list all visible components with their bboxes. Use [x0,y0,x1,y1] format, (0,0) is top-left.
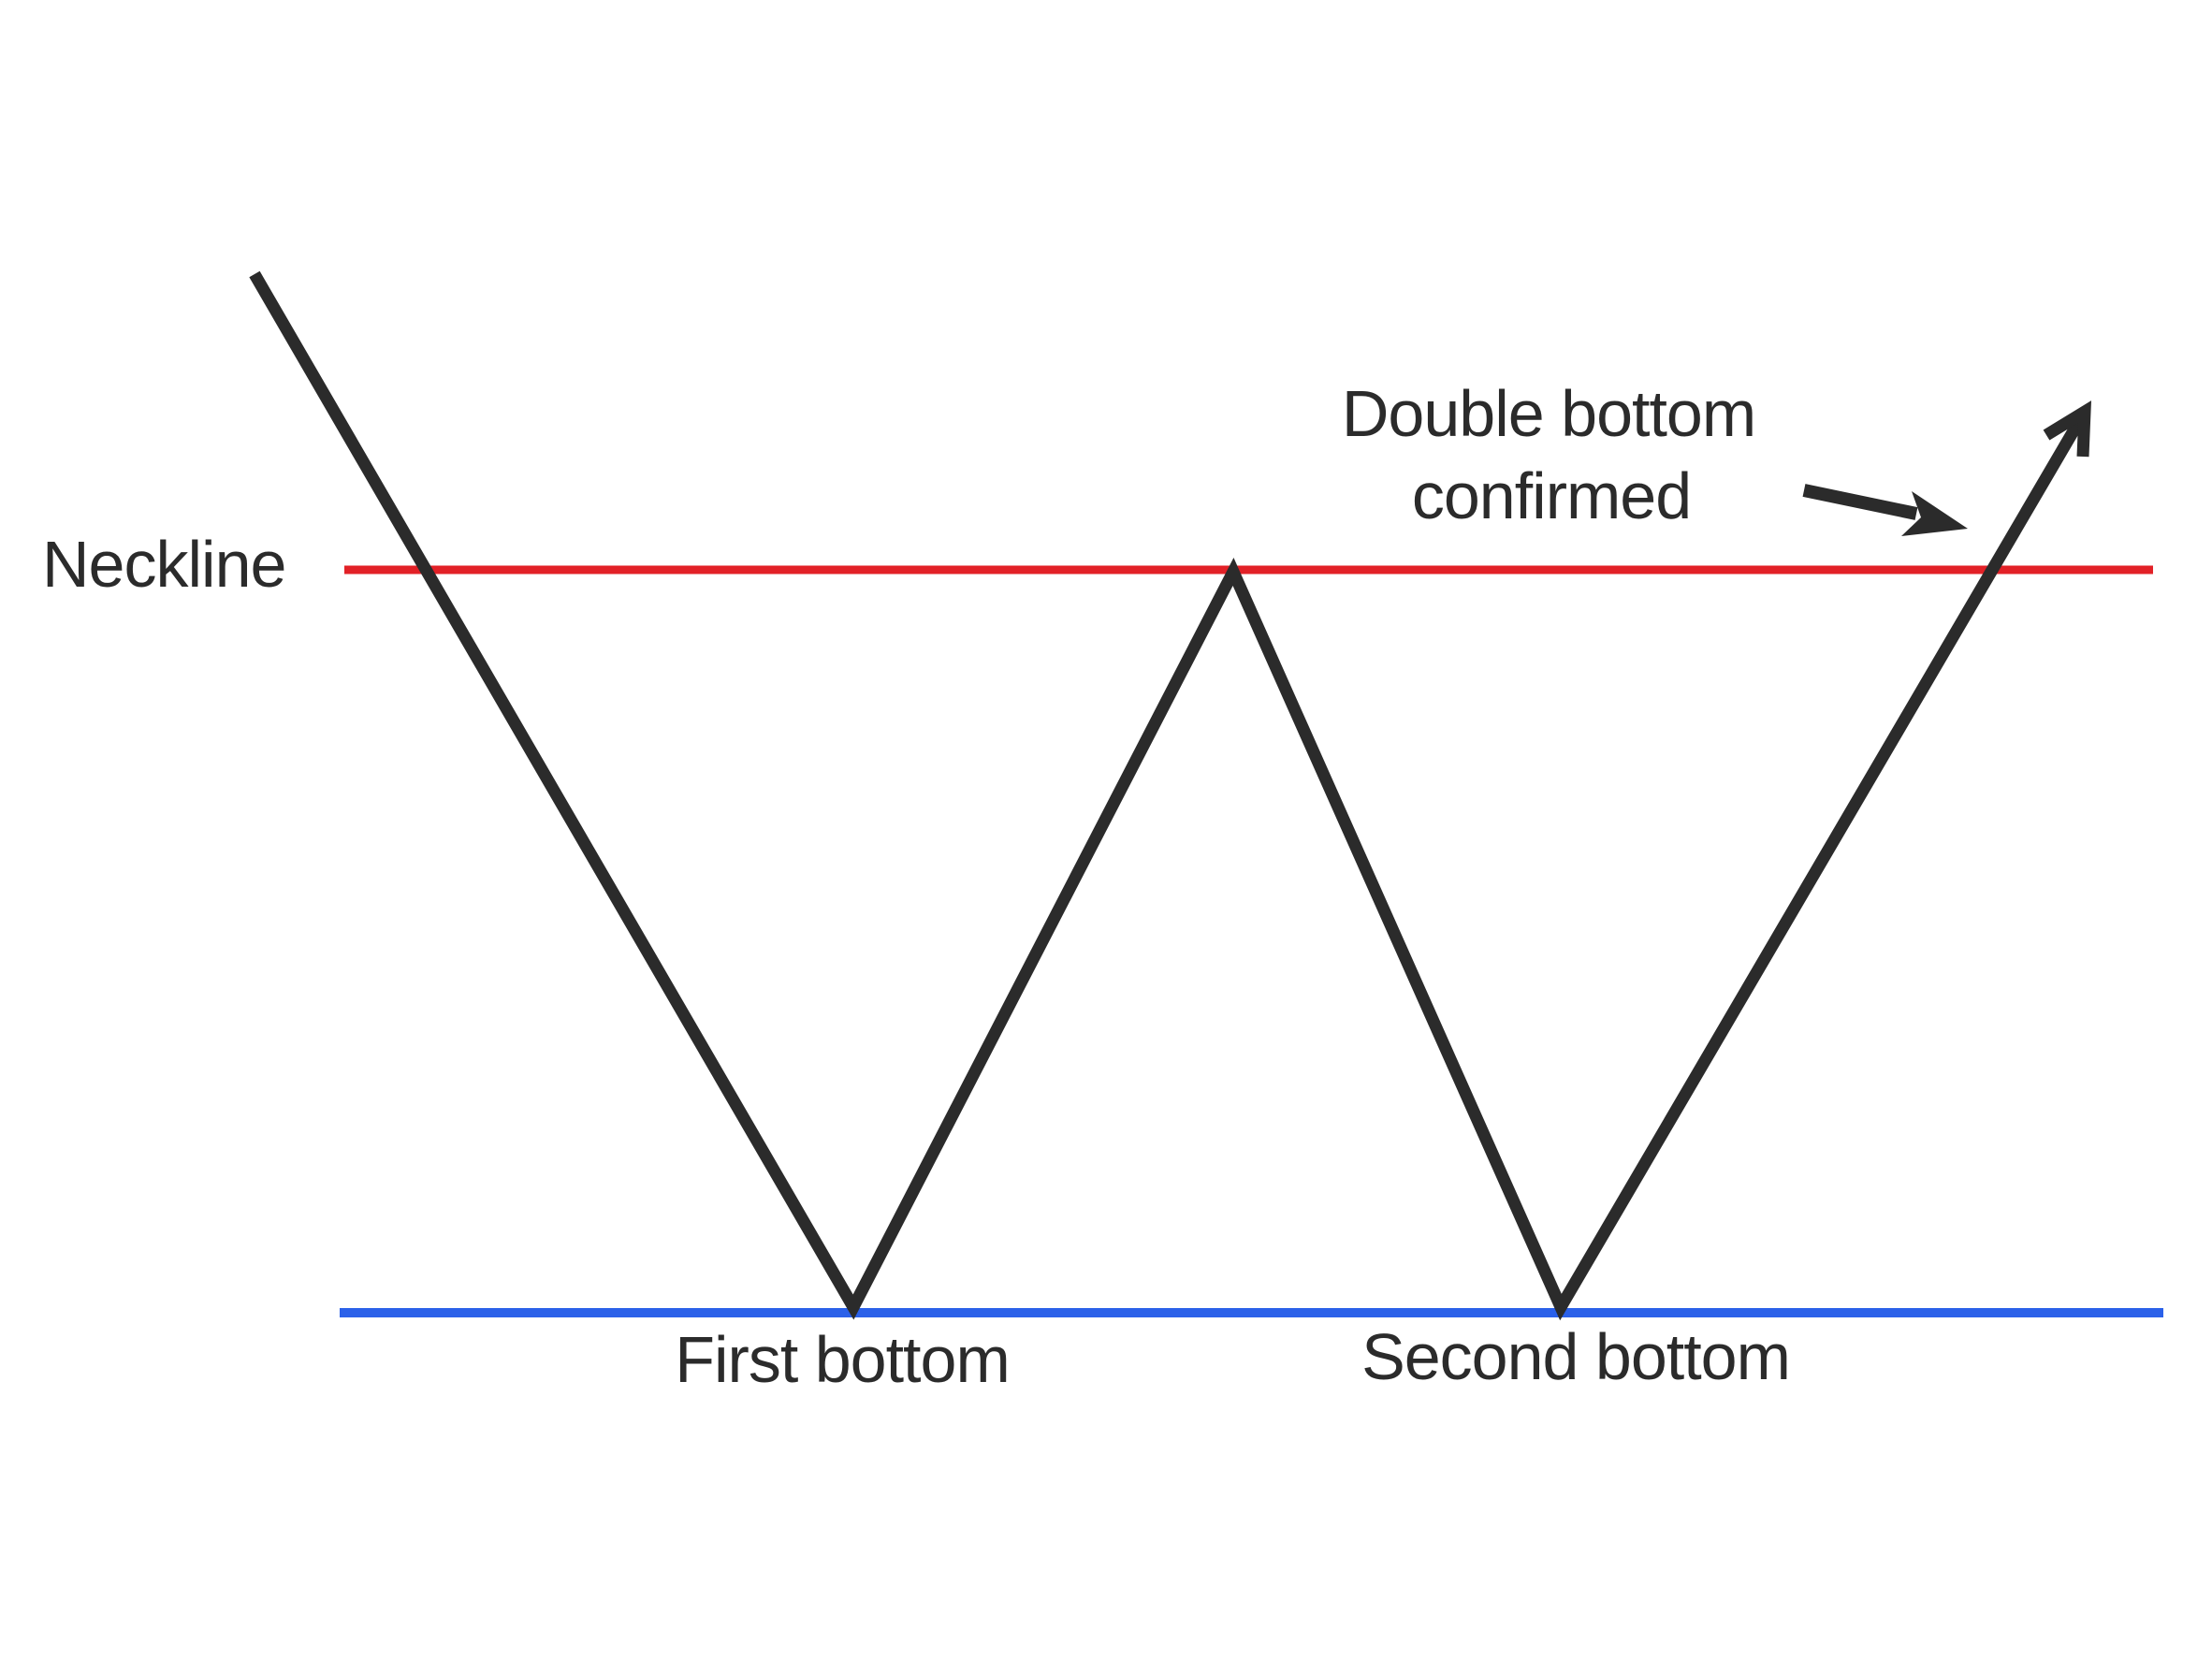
first-bottom-label: First bottom [675,1323,1010,1396]
price-arrowhead-icon [2043,400,2092,458]
second-bottom-label: Second bottom [1361,1320,1790,1393]
annotation-arrowhead-icon [1901,491,1968,536]
annotation-caption-line1: Double bottom [1342,377,1755,450]
neckline-label: Neckline [42,528,285,601]
price-line [249,270,2090,1321]
annotation-caption-line2: confirmed [1412,459,1691,532]
annotation-arrow-shaft [1802,484,1918,520]
